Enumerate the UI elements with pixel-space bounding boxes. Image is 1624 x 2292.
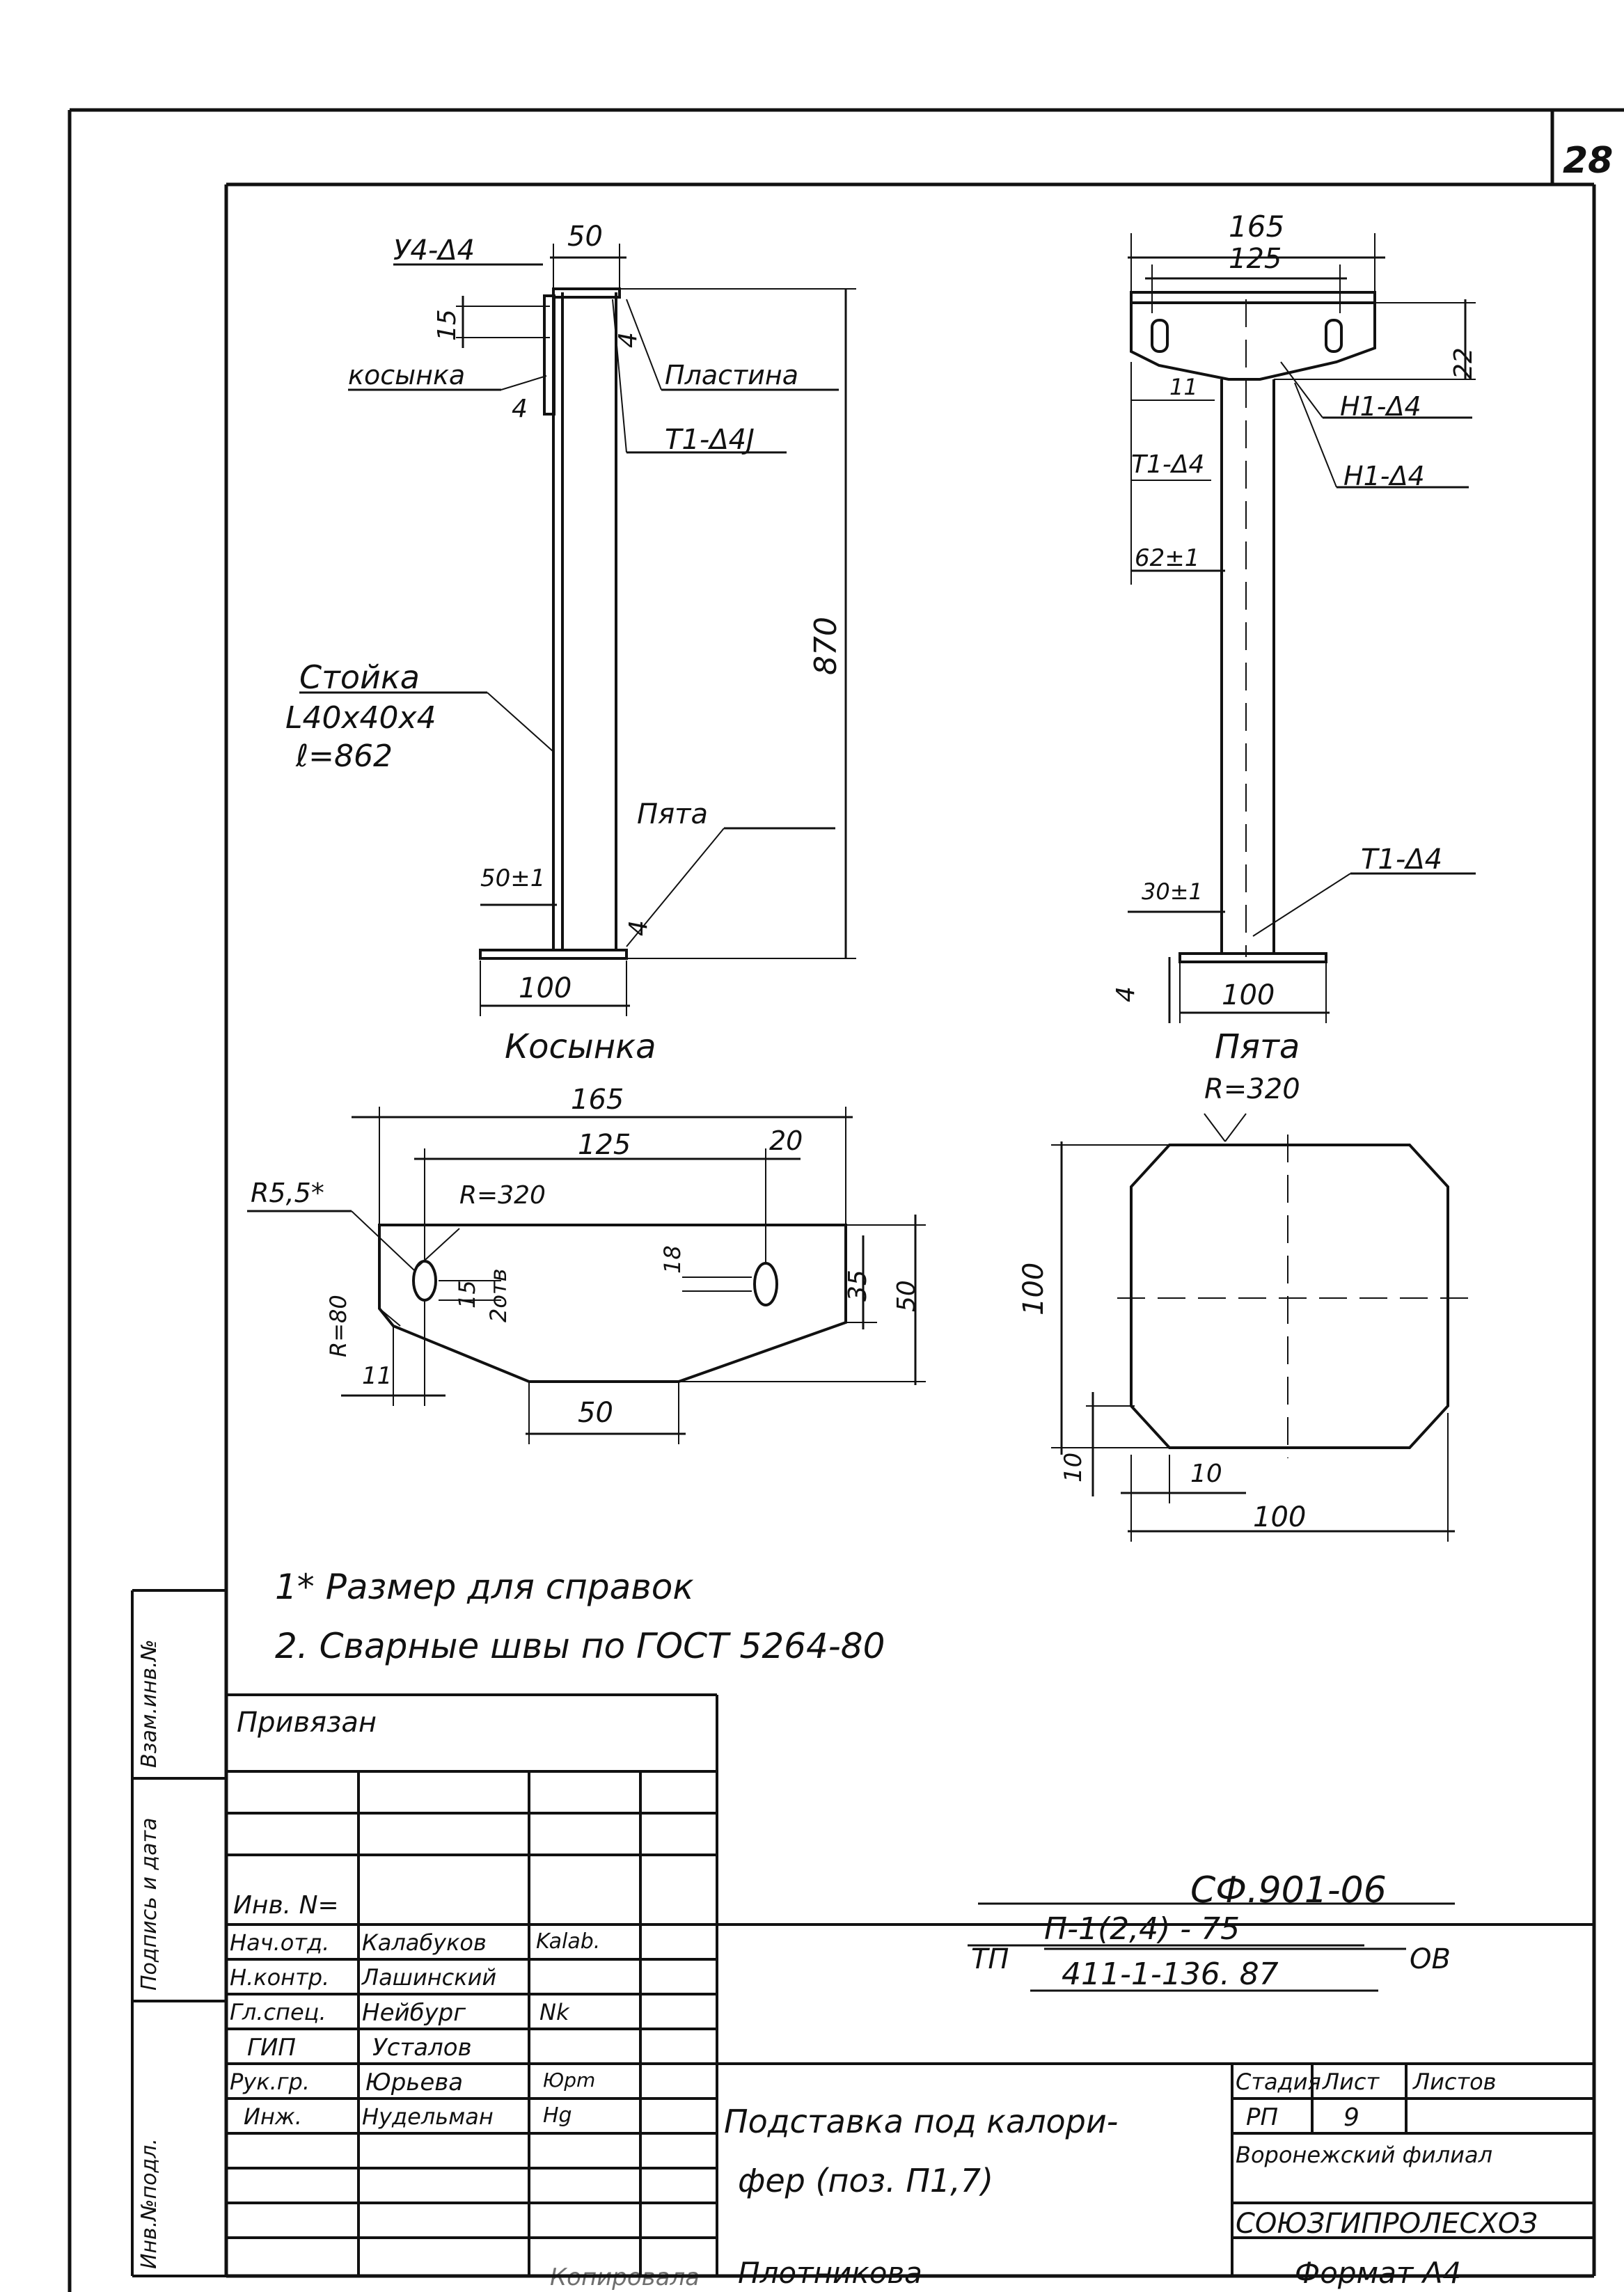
dim-4-front: 4 (1112, 986, 1140, 1002)
weld-label-h1-b: Н1-Δ4 (1343, 461, 1425, 491)
sheet-header: Лист (1323, 2069, 1380, 2095)
dim-15-kos: 15 (454, 1280, 480, 1309)
radius-320-kos: R=320 (459, 1181, 546, 1210)
role-5: Рук.гр. (230, 2069, 310, 2095)
name-3: Нейбург (362, 1999, 466, 2027)
inv-no-label: Инв. N= (233, 1891, 339, 1920)
doc-code: СФ.901-06 (1190, 1870, 1387, 1911)
dim-165-front: 165 (1229, 210, 1285, 244)
dim-30: 30±1 (1142, 878, 1203, 905)
dim-125-kos: 125 (578, 1129, 631, 1161)
pyata-detail (1051, 1113, 1469, 1542)
pyata-title: Пята (1215, 1027, 1300, 1066)
dim-22: 22 (1449, 347, 1478, 379)
dim-100-side: 100 (519, 972, 572, 1004)
dim-4-top: 4 (614, 332, 642, 348)
dim-top-50: 50 (567, 221, 603, 253)
side-view (299, 244, 856, 1016)
dim-50-kos-right: 50 (892, 1280, 921, 1312)
footer-copied: Копировала (550, 2263, 700, 2291)
stage-value: РП (1246, 2103, 1279, 2131)
footer-copier: Плотникова (738, 2256, 922, 2290)
tp-denominator: 411-1-136. 87 (1062, 1957, 1279, 1992)
dim-15: 15 (433, 309, 462, 341)
tp-suffix: ОВ (1410, 1943, 1451, 1975)
dim-50-kos-bottom: 50 (578, 1397, 613, 1429)
sheet-value: 9 (1343, 2103, 1359, 2132)
drawing-title-2: фер (поз. П1,7) (738, 2162, 994, 2199)
privyazan-label: Привязан (237, 1707, 377, 1739)
sign-3: Nk (539, 1999, 569, 2025)
dim-11-front: 11 (1169, 374, 1198, 400)
org-line-1: Воронежский филиал (1236, 2142, 1493, 2168)
weld-label-h1-a: Н1-Δ4 (1340, 391, 1421, 422)
dim-20-kos: 20 (769, 1125, 803, 1156)
dim-35: 35 (844, 1270, 872, 1302)
stoika-length: ℓ=862 (296, 738, 393, 774)
name-1: Калабуков (362, 1929, 487, 1956)
stamp-vzam-inv: Взам.инв.№ (137, 1639, 161, 1768)
footer-format: Формат А4 (1295, 2256, 1462, 2290)
stage-header: Стадия (1236, 2069, 1321, 2095)
kosynka-title: Косынка (505, 1027, 656, 1066)
sheets-header: Листов (1413, 2069, 1497, 2095)
note-2: 2. Сварные швы по ГОСТ 5264-80 (275, 1626, 885, 1666)
label-plastina: Пластина (665, 360, 799, 390)
front-view (1128, 233, 1476, 1023)
label-kosynka: косынка (348, 360, 466, 390)
role-3: Гл.спец. (230, 1999, 326, 2025)
dim-870: 870 (808, 617, 844, 675)
sign-5: Юрm (543, 2069, 596, 2092)
weld-label-t1-bottom: Т1-Δ4 (1361, 844, 1443, 876)
radius-80: R=80 (325, 1295, 352, 1357)
sheet-frame (68, 108, 1624, 2292)
org-line-2: СОЮЗГИПРОЛЕСХОЗ (1236, 2208, 1538, 2240)
kosynka-detail (247, 1107, 926, 1444)
note-1: 1* Размер для справок (275, 1567, 694, 1607)
role-6: Инж. (244, 2103, 302, 2130)
name-5: Юрьева (365, 2069, 464, 2096)
sign-6: Hg (543, 2103, 572, 2128)
stoika-profile: L40x40x4 (285, 700, 436, 736)
dim-10-pyata-v: 10 (1059, 1452, 1087, 1483)
dim-62: 62±1 (1135, 544, 1200, 572)
tp-prefix: ТП (971, 1943, 1009, 1975)
dim-165-kos: 165 (571, 1084, 624, 1116)
dim-18: 18 (659, 1245, 686, 1274)
label-pyata-side: Пята (637, 798, 708, 830)
sign-1: Kalab. (536, 1929, 601, 1954)
dim-100-pyata-v: 100 (1018, 1262, 1050, 1315)
dim-4-left: 4 (512, 395, 528, 423)
holes-count: 2отв (485, 1268, 512, 1322)
dim-100-pyata-h: 100 (1253, 1501, 1307, 1533)
dim-11-kos: 11 (362, 1362, 393, 1390)
dim-4-foot: 4 (624, 920, 653, 936)
dim-50pm1: 50±1 (480, 864, 546, 892)
name-4: Усталов (372, 2034, 472, 2062)
label-stoika: Стойка (299, 658, 420, 696)
dim-10-pyata-h: 10 (1190, 1460, 1222, 1488)
stamp-podpis-data: Подпись и дата (137, 1817, 161, 1991)
stamp-inv-podl: Инв.№подл. (137, 2138, 161, 2269)
dim-125-front: 125 (1229, 243, 1282, 275)
radius-320-pyata: R=320 (1204, 1073, 1300, 1105)
title-block-grid (226, 1693, 1594, 2276)
role-1: Нач.отд. (230, 1929, 330, 1956)
name-2: Лашинский (362, 1964, 497, 1991)
page-number: 28 (1563, 140, 1614, 182)
drawing-title-1: Подставка под калори- (724, 2103, 1119, 2140)
role-4: ГИП (247, 2034, 296, 2062)
weld-label-t1: Т1-Δ4Ј (665, 424, 755, 456)
weld-label-u4: У4-Δ4 (393, 235, 475, 267)
dim-100-front: 100 (1222, 979, 1275, 1011)
side-stamp-frame (131, 1589, 226, 2277)
role-2: Н.контр. (230, 1964, 330, 1991)
radius-55: R5,5* (251, 1178, 324, 1208)
tp-numerator: П-1(2,4) - 75 (1044, 1911, 1240, 1947)
weld-label-t1-left: Т1-Δ4 (1131, 450, 1205, 479)
name-6: Нудельман (362, 2103, 494, 2130)
